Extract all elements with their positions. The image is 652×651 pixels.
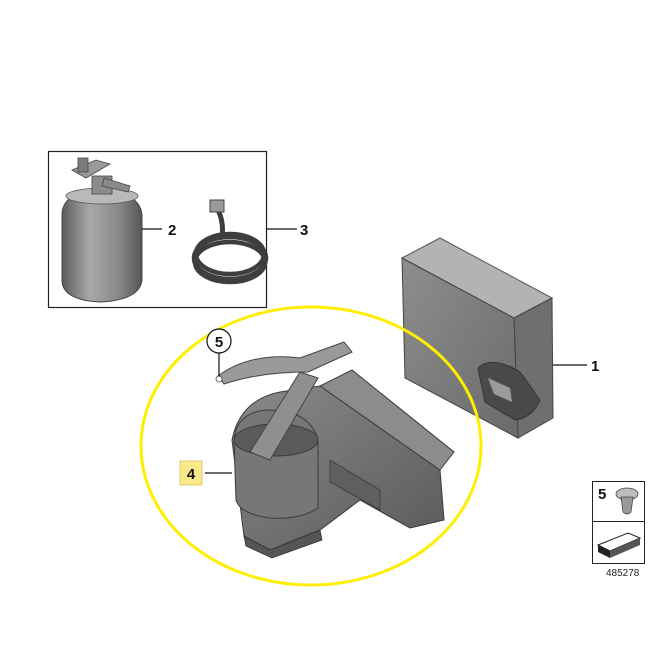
callout-1: 1 [591,358,599,375]
callout-2: 2 [168,222,176,239]
sealant-bottle-icon [61,157,143,303]
callout-5-circle [206,328,232,354]
callout-5: 5 [215,334,223,351]
direction-arrow-icon [596,532,642,558]
holder-bracket-icon [215,341,455,559]
leader-lines [142,228,587,474]
compressor-box-icon [400,237,554,439]
legend-part-number: 5 [598,486,606,503]
callout-3: 3 [300,222,308,239]
reference-box [592,521,645,564]
callout-4: 4 [187,466,196,483]
legend-box: 5 [592,481,645,522]
push-clip-icon [615,487,639,515]
reference-id: 485278 [606,568,640,579]
callout-4-highlight [179,460,203,486]
highlight-ellipse [139,305,483,587]
coiled-hose-icon [191,199,269,285]
